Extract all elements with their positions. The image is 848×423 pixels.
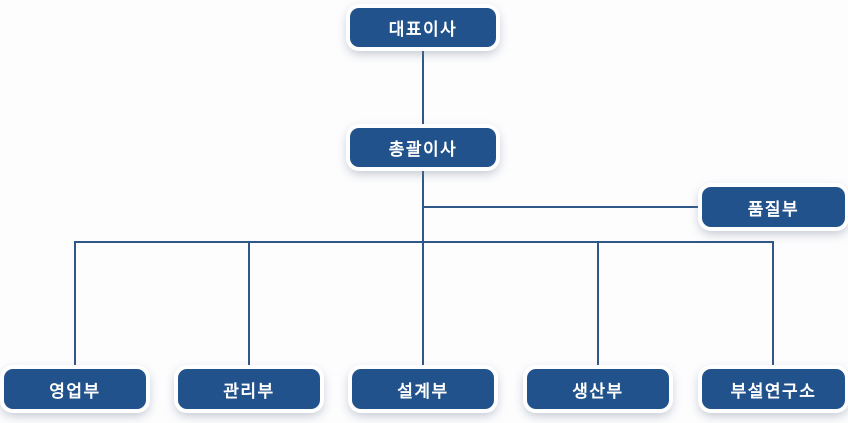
node-management-dept-label: 관리부 [223,381,275,401]
edge-drop-management [248,241,250,370]
edge-director-to-quality [423,206,703,208]
node-design-dept-label: 설계부 [397,381,449,401]
node-design-dept: 설계부 [352,369,494,409]
node-ceo-label: 대표이사 [388,20,458,39]
node-sales-dept-label: 영업부 [49,381,101,401]
node-management-dept: 관리부 [178,369,320,409]
node-research-institute: 부설연구소 [702,369,845,409]
edge-drop-design [422,241,424,370]
node-executive-director-label: 총괄이사 [388,140,458,159]
node-executive-director: 총괄이사 [350,128,496,167]
node-quality-dept-label: 품질부 [747,199,800,219]
edge-ceo-to-director [422,46,424,130]
node-sales-dept: 영업부 [4,369,146,409]
edge-director-trunk [422,166,424,243]
node-quality-dept: 품질부 [702,187,845,227]
node-production-dept: 생산부 [527,369,669,409]
node-ceo: 대표이사 [350,8,496,47]
node-production-dept-label: 생산부 [572,381,624,401]
node-research-institute-label: 부설연구소 [730,381,817,401]
edge-departments-bus [74,241,774,243]
edge-drop-sales [74,241,76,370]
edge-drop-production [597,241,599,370]
edge-drop-research [772,241,774,370]
